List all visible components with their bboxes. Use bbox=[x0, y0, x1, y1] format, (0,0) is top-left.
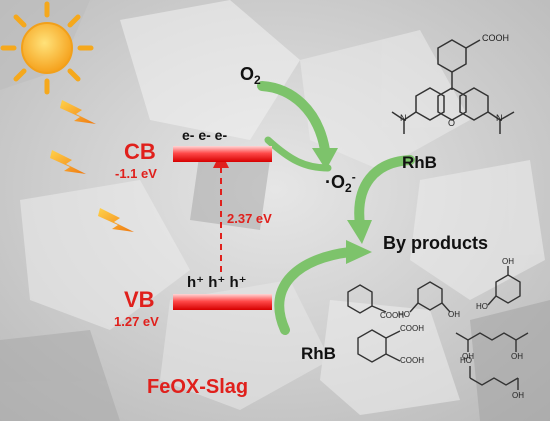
benzoic-acid bbox=[347, 284, 373, 314]
lightning-icon bbox=[50, 150, 86, 174]
o2-to-superoxide-arrow bbox=[257, 81, 330, 155]
oxygen-label: O2 bbox=[240, 64, 261, 87]
byproducts-label: By products bbox=[383, 233, 489, 253]
resorcinol-ho-label: HO bbox=[398, 310, 410, 319]
lightning-icon bbox=[60, 100, 96, 124]
phthalic-cooh2-label: COOH bbox=[400, 356, 424, 365]
succinic-acid bbox=[469, 377, 519, 386]
glutaric-oh1-label: OH bbox=[462, 352, 474, 361]
succinic-ho-label: HO bbox=[460, 356, 472, 365]
vb-label: VB bbox=[124, 287, 155, 312]
valence-band bbox=[173, 294, 272, 310]
glutaric-oh2-label: OH bbox=[511, 352, 523, 361]
cb-label: CB bbox=[124, 139, 156, 164]
hydroquinone bbox=[495, 274, 521, 304]
resorcinol bbox=[417, 281, 443, 311]
resorcinol-oh-label: OH bbox=[448, 310, 460, 319]
material-label: FeOX-Slag bbox=[147, 376, 249, 398]
vb-holes: h⁺ h⁺ h⁺ bbox=[187, 274, 247, 291]
lightning-icon bbox=[98, 208, 134, 232]
amine-right-label: N bbox=[496, 113, 503, 123]
cb-electrons: e- e- e- bbox=[182, 127, 228, 143]
phthalic-cooh1-label: COOH bbox=[400, 324, 424, 333]
byproduct-structures bbox=[347, 266, 529, 390]
rhb-cooh-label: COOH bbox=[482, 33, 509, 43]
vb-energy: 1.27 eV bbox=[114, 314, 159, 329]
rhb-bottom-label: RhB bbox=[301, 344, 336, 363]
reaction-arrows bbox=[257, 81, 415, 335]
xanthene-o-label: O bbox=[448, 118, 456, 128]
amine-left-label: N bbox=[400, 113, 407, 123]
succinic-oh-label: OH bbox=[512, 391, 524, 400]
band-gap-label: 2.37 eV bbox=[227, 211, 272, 226]
hydroquinone-oh-label: OH bbox=[502, 257, 514, 266]
cb-energy: -1.1 eV bbox=[115, 166, 157, 181]
electron-transfer-arrow bbox=[264, 136, 332, 172]
rhb-oxidation-arrow-top bbox=[354, 155, 415, 230]
superoxide-label: ·O2- bbox=[325, 170, 356, 195]
rhb-top-label: RhB bbox=[402, 153, 437, 172]
benzoic-cooh-label: COOH bbox=[380, 311, 404, 320]
lightning-icons bbox=[50, 100, 134, 232]
rhodamine-b-structure bbox=[391, 39, 515, 134]
hydroquinone-ho-label: HO bbox=[476, 302, 488, 311]
sun-icon bbox=[0, 1, 94, 95]
rhb-oxidation-arrow-bottom bbox=[274, 247, 355, 335]
conduction-band bbox=[173, 146, 272, 162]
